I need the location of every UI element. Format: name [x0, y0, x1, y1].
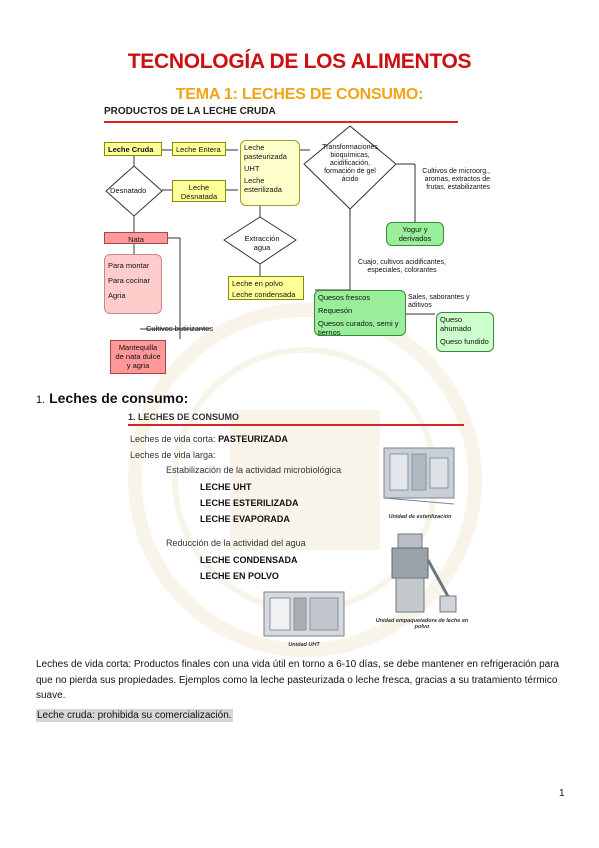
condensada-item: LECHE CONDENSADA [200, 555, 298, 565]
esterilizada-label: Leche esterilizada [244, 176, 282, 194]
sales-label: Sales, saborantes y aditivos [408, 294, 470, 309]
page-subtitle: TEMA 1: LECHES DE CONSUMO: [175, 86, 424, 103]
condensada-label: Leche condensada [232, 290, 296, 299]
caption-uht: Unidad UHT [288, 642, 320, 648]
leche-entera-box: Leche Entera [172, 142, 226, 156]
corta-line: Leches de vida corta: PASTEURIZADA [130, 434, 288, 444]
quesos-curados-label: Quesos curados, semi y tiernos [318, 319, 399, 337]
page-title: TECNOLOGÍA DE LOS ALIMENTOS [127, 50, 472, 73]
reduccion-label: Reducción de la actividad del agua [166, 538, 306, 548]
larga-label: Leches de vida larga: [130, 450, 216, 460]
uht-label: UHT [244, 164, 260, 173]
section-title: Leches de consumo: [49, 390, 189, 406]
slide-heading: 1. LECHES DE CONSUMO [128, 412, 240, 422]
mantequilla-box: Mantequilla de nata dulce y agria [110, 340, 166, 374]
polvo-label: Leche en polvo [232, 279, 283, 288]
cultivos-butirizantes-label: Cultivos butirizantes [146, 324, 214, 333]
corta-label: Leches de vida corta: [130, 434, 219, 444]
quesos-frescos-label: Quesos frescos [318, 293, 371, 302]
corta-value: PASTEURIZADA [218, 434, 288, 444]
packaging-unit-image [391, 533, 457, 613]
section-heading: 1. Leches de consumo: [36, 390, 188, 406]
caption-empaquetadora: Unidad empaquetadora de leche en polvo [375, 618, 469, 630]
polvo-item: LECHE EN POLVO [200, 571, 279, 581]
polvo-condensada-box: Leche en polvo Leche condensada [228, 276, 304, 300]
sterilization-unit-image [383, 447, 455, 505]
queso-box: Queso ahumado Queso fundido [436, 312, 494, 352]
fundido-label: Queso fundido [440, 337, 489, 346]
agria-label: Agria [108, 291, 126, 300]
slide-rule [128, 424, 464, 426]
leche-cruda-box: Leche Cruda [104, 142, 162, 156]
uht-item: LECHE UHT [200, 482, 252, 492]
ahumado-label: Queso ahumado [440, 315, 472, 333]
page-number: 1 [559, 788, 565, 799]
nata-uses-box: Para montar Para cocinar Agria [104, 254, 162, 314]
uht-unit-image [263, 591, 345, 637]
estab-label: Estabilización de la actividad microbiol… [166, 465, 342, 475]
pasteurizada-label: Leche pasteurizada [244, 143, 287, 161]
evaporada-item: LECHE EVAPORADA [200, 514, 290, 524]
diagram-rule [104, 121, 458, 123]
caption-esterilizacion: Unidad de esterilización [388, 514, 452, 520]
highlighted-note: Leche cruda: prohibida su comercializaci… [36, 709, 233, 722]
cuajo-label: Cuajo, cultivos acidificantes, especiale… [358, 259, 446, 274]
yogur-box: Yogur y derivados [386, 222, 444, 246]
para-montar-label: Para montar [108, 261, 150, 270]
watermark-logo [128, 303, 482, 657]
cultivos-label: Cultivos de microorg., aromas, extractos… [422, 168, 490, 191]
section-number: 1. [36, 394, 46, 406]
pasteurizada-box: Leche pasteurizada UHT Leche esterilizad… [240, 140, 300, 206]
body-paragraph: Leches de vida corta: Productos finales … [36, 659, 560, 701]
quesos-box: Quesos frescos Requesón Quesos curados, … [314, 290, 406, 337]
nata-box: Nata [104, 232, 168, 244]
diagram-connectors [105, 125, 435, 339]
diagram-heading: PRODUCTOS DE LA LECHE CRUDA [104, 106, 276, 117]
desnatado-label: Desnatado [110, 186, 147, 195]
para-cocinar-label: Para cocinar [108, 276, 151, 285]
esterilizada-item: LECHE ESTERILIZADA [200, 498, 299, 508]
extraccion-label: Extracción agua [244, 234, 280, 252]
transformaciones-label: Transformaciones bioquímicas, acidificac… [322, 144, 378, 183]
leche-desnatada-box: Leche Desnatada [172, 180, 226, 202]
requeson-label: Requesón [318, 306, 353, 315]
